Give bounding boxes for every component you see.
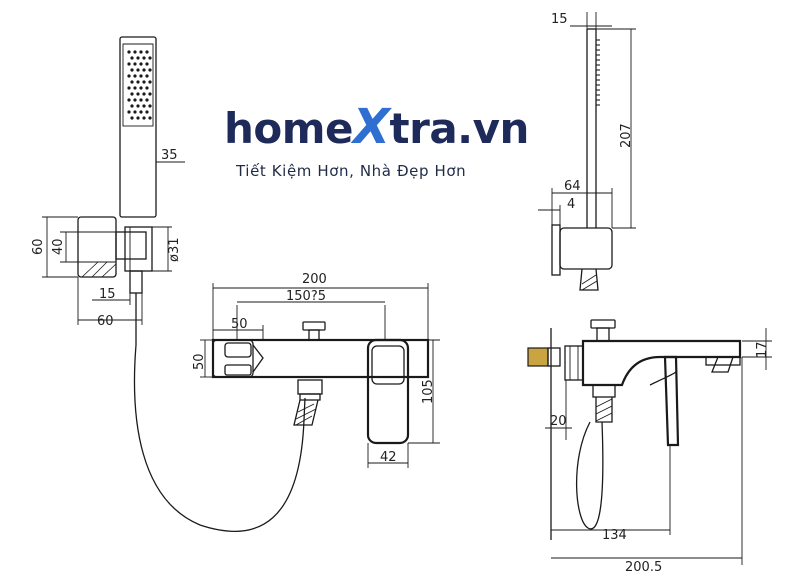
nozzle-dot: [148, 104, 152, 108]
dim-body-height: 50: [192, 353, 207, 370]
nozzle-dot: [130, 80, 134, 84]
dim-spout-height: 17: [755, 341, 770, 358]
mixer-body-front: [211, 321, 430, 445]
nozzle-dot: [133, 50, 137, 54]
nozzle-dot: [133, 86, 137, 90]
nozzle-dot: [136, 56, 140, 60]
nozzle-dot: [127, 110, 131, 114]
side-nozzles: [596, 39, 600, 106]
hand-shower-side: [551, 28, 613, 291]
nozzle-dot: [139, 98, 143, 102]
front-dimensions: [200, 283, 440, 468]
mixer-body-side: [527, 319, 742, 540]
nozzle-dot: [148, 80, 152, 84]
dim-side-mount-depth: 64: [564, 179, 581, 194]
nozzle-dot: [127, 98, 131, 102]
nozzle-dot: [139, 110, 143, 114]
dim-handle-height: 105: [421, 379, 436, 404]
dim-holder-depth: 60: [97, 314, 114, 329]
nozzle-dot: [142, 104, 146, 108]
nozzle-dot: [127, 62, 131, 66]
dim-side-mount-gap: 4: [567, 197, 575, 212]
nozzle-dot: [145, 110, 149, 114]
hand-shower-front: [119, 36, 185, 218]
dim-total-projection: 200.5: [625, 560, 662, 575]
nozzle-dot: [148, 56, 152, 60]
dim-side-shower-length: 207: [619, 123, 634, 148]
nozzle-dot: [133, 110, 137, 114]
nozzle-dot: [130, 104, 134, 108]
side-top-dimensions: [538, 12, 636, 229]
dim-holder-offset: 15: [99, 287, 116, 302]
nozzle-dot: [136, 116, 140, 120]
nozzle-dot: [127, 74, 131, 78]
nozzle-dot: [130, 116, 134, 120]
nozzle-dot: [139, 62, 143, 66]
nozzle-dot: [133, 62, 137, 66]
logo-text-x: X: [353, 99, 390, 155]
brand-slogan: Tiết Kiệm Hơn, Nhà Đẹp Hơn: [236, 162, 467, 180]
nozzle-dot: [142, 92, 146, 96]
nozzle-dot: [133, 98, 137, 102]
nozzle-dot: [142, 68, 146, 72]
nozzle-dot: [130, 92, 134, 96]
dim-holder-height-outer: 60: [31, 238, 46, 255]
nozzle-dot: [130, 56, 134, 60]
nozzle-dot: [136, 92, 140, 96]
nozzle-dot: [139, 74, 143, 78]
side-bottom-dimensions: [545, 328, 772, 565]
dim-inlet-offset: 50: [231, 317, 248, 332]
dim-handle-width: 42: [380, 450, 397, 465]
nozzle-dot: [136, 80, 140, 84]
shower-hose: [133, 293, 306, 533]
logo-text-home: home: [224, 104, 354, 153]
nozzle-dot: [130, 68, 134, 72]
shower-holder: [77, 216, 153, 294]
nozzle-dot: [145, 62, 149, 66]
dim-side-top-width: 15: [551, 12, 568, 27]
dim-handshower-width: 35: [161, 148, 178, 163]
brand-logo: homeXtra.vn: [224, 103, 529, 151]
nozzle-dot: [139, 86, 143, 90]
wall-nut: [527, 347, 549, 367]
nozzle-dot: [148, 116, 152, 120]
nozzle-dot: [133, 74, 137, 78]
nozzle-dot: [136, 104, 140, 108]
nozzle-dot: [142, 116, 146, 120]
logo-text-tra: tra.vn: [389, 104, 530, 153]
holder-dimensions: [42, 216, 172, 325]
dim-wall-gap: 20: [550, 414, 567, 429]
nozzle-dot: [148, 92, 152, 96]
dim-holder-height-inner: 40: [51, 238, 66, 255]
dim-inlet-centers: 150?5: [286, 289, 326, 304]
nozzle-dot: [145, 86, 149, 90]
nozzle-dot: [145, 74, 149, 78]
nozzle-dot: [139, 50, 143, 54]
nozzle-dot: [136, 68, 140, 72]
nozzle-dot: [148, 68, 152, 72]
nozzle-dot: [145, 50, 149, 54]
shower-nozzles: [127, 50, 152, 120]
dim-holder-diameter: ø31: [167, 238, 182, 263]
nozzle-dot: [142, 56, 146, 60]
dim-spout-projection: 134: [602, 528, 627, 543]
nozzle-dot: [127, 86, 131, 90]
nozzle-dot: [127, 50, 131, 54]
nozzle-dot: [145, 98, 149, 102]
nozzle-dot: [142, 80, 146, 84]
dim-body-length: 200: [302, 272, 327, 287]
